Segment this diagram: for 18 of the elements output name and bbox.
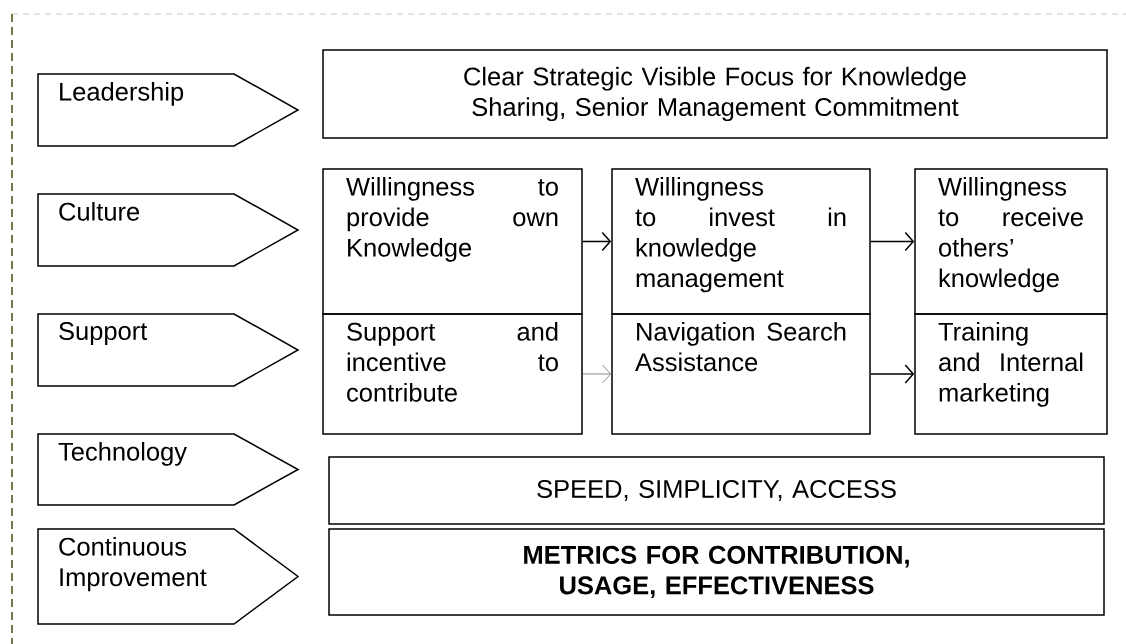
arrow (582, 364, 612, 384)
arrow (870, 231, 915, 252)
text-box: Training and Internal marketing (914, 313, 1108, 435)
text-box: Navigation Search Assistance (611, 313, 871, 435)
pentagon-tag: Leadership (37, 73, 300, 147)
pentagon-tag: Continuous Improvement (37, 528, 300, 625)
text-box: Clear Strategic Visible Focus for Knowledge Sharing, Senior Management Commitment (322, 49, 1108, 139)
pentagon-tag: Support (37, 313, 300, 387)
pentagon-tag: Culture (37, 193, 300, 267)
arrow (582, 231, 612, 252)
text-box: Willingness to provide own Knowledge (322, 168, 583, 315)
text-box: Support and incentive to contribute (322, 313, 583, 435)
pentagon-tag: Technology (37, 433, 300, 506)
text-box: METRICS FOR CONTRIBUTION, USAGE, EFFECTIVENESS (328, 528, 1105, 616)
text-box: Willingness to invest in knowledge management (611, 168, 871, 315)
arrow (870, 364, 915, 384)
text-box: Willingness to receive others’ knowledge (914, 168, 1108, 315)
text-box: SPEED, SIMPLICITY, ACCESS (328, 456, 1105, 525)
